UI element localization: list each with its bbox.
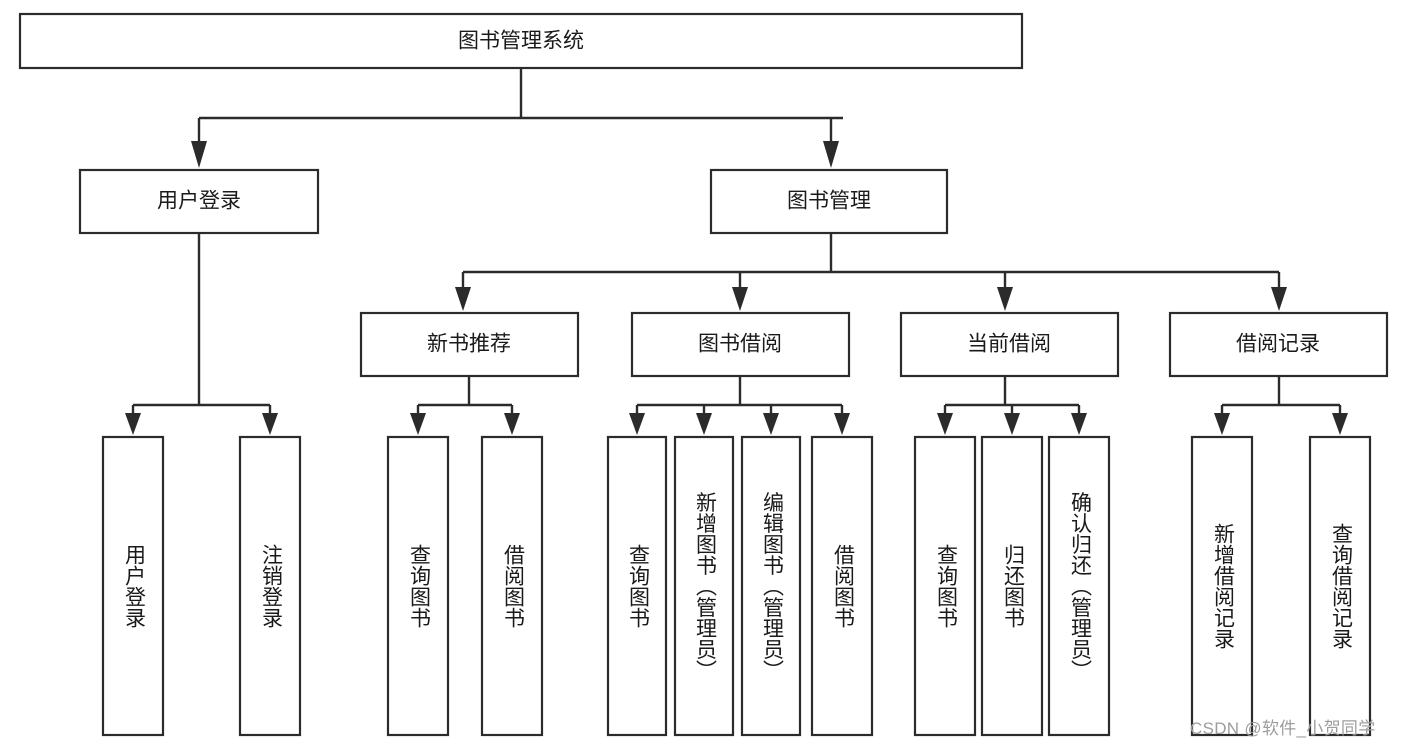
arrow-root-to-book [823,141,839,168]
leaf-borrow-book-1-box[interactable] [480,435,544,737]
connector-group-borrow-record [1214,376,1348,435]
leaf-confirm-return-admin-label: 确认归还（管理员） [1068,492,1092,681]
arrow-bm-to-record [1271,287,1287,311]
leaf-query-book-1-box[interactable] [386,435,450,737]
leaf-node-query-book-3[interactable]: 查询图书 [913,435,977,737]
leaf-borrow-book-1-label: 借阅图书 [501,544,525,628]
connector-group-book-management [455,233,1287,311]
arrow-nb-l1 [410,413,426,435]
leaf-node-query-borrow-record[interactable]: 查询借阅记录 [1308,435,1372,737]
node-book-borrow[interactable]: 图书借阅 [630,311,851,378]
arrow-bb-l3 [763,413,779,435]
node-book-borrow-label: 图书借阅 [698,333,782,356]
leaf-node-add-borrow-record[interactable]: 新增借阅记录 [1190,435,1254,737]
node-user-login-label: 用户登录 [157,190,241,213]
arrow-bm-to-current [997,287,1013,311]
arrow-cb-l3 [1071,413,1087,435]
leaf-node-query-book-1[interactable]: 查询图书 [386,435,450,737]
leaf-add-book-admin-box[interactable] [673,435,735,737]
leaf-node-user-login[interactable]: 用户登录 [101,435,165,737]
arrow-root-to-user [191,141,207,168]
connector-group-user-login [125,233,278,435]
leaf-query-book-2-box[interactable] [606,435,668,737]
leaf-return-book-label: 归还图书 [1001,544,1025,628]
leaf-borrow-book-2-box[interactable] [810,435,874,737]
leaf-borrow-book-2-label: 借阅图书 [831,544,855,628]
node-user-login-box[interactable] [78,168,320,235]
leaf-node-return-book[interactable]: 归还图书 [980,435,1044,737]
arrow-ul-l1 [125,413,141,435]
arrow-bb-l1 [629,413,645,435]
leaf-query-book-2-label: 查询图书 [626,544,650,628]
arrow-bm-to-borrow [732,287,748,311]
leaf-edit-book-admin-label: 编辑图书（管理员） [760,492,784,681]
arrow-bb-l4 [834,413,850,435]
leaf-return-book-box[interactable] [980,435,1044,737]
arrow-bb-l2 [696,413,712,435]
arrow-bm-to-new [455,287,471,311]
leaf-edit-book-admin-box[interactable] [740,435,802,737]
csdn-watermark: CSDN @软件_小贺同学 [1190,719,1376,738]
leaf-logout-box[interactable] [238,435,302,737]
node-root-box[interactable] [18,12,1024,70]
leaf-confirm-return-admin-box[interactable] [1047,435,1111,737]
leaf-query-borrow-record-box[interactable] [1308,435,1372,737]
leaf-user-login-box[interactable] [101,435,165,737]
leaf-query-book-3-label: 查询图书 [934,544,958,628]
arrow-nb-l2 [504,413,520,435]
arrow-cb-l2 [1004,413,1020,435]
connector-group-new-book [410,376,520,435]
node-root[interactable]: 图书管理系统 [18,12,1024,70]
node-current-borrow[interactable]: 当前借阅 [899,311,1120,378]
connector-group-book-borrow [629,376,850,435]
arrow-br-l1 [1214,413,1230,435]
node-current-borrow-box[interactable] [899,311,1120,378]
arrow-br-l2 [1332,413,1348,435]
connector-group-root [191,68,843,168]
leaf-add-borrow-record-box[interactable] [1190,435,1254,737]
arrow-cb-l1 [937,413,953,435]
leaf-logout-label: 注销登录 [259,544,283,628]
node-user-login[interactable]: 用户登录 [78,168,320,235]
node-borrow-record[interactable]: 借阅记录 [1168,311,1389,378]
arrow-ul-l2 [262,413,278,435]
leaf-node-edit-book-admin[interactable]: 编辑图书（管理员） [740,435,802,737]
leaf-query-borrow-record-label: 查询借阅记录 [1329,523,1353,649]
leaf-node-query-book-2[interactable]: 查询图书 [606,435,668,737]
node-borrow-record-label: 借阅记录 [1236,333,1320,356]
node-new-book-recommend[interactable]: 新书推荐 [359,311,580,378]
leaf-query-book-1-label: 查询图书 [407,544,431,628]
leaf-node-borrow-book-2[interactable]: 借阅图书 [810,435,874,737]
node-current-borrow-label: 当前借阅 [967,333,1051,356]
node-book-borrow-box[interactable] [630,311,851,378]
node-new-book-recommend-label: 新书推荐 [427,333,511,356]
leaf-node-add-book-admin[interactable]: 新增图书（管理员） [673,435,735,737]
leaf-node-confirm-return-admin[interactable]: 确认归还（管理员） [1047,435,1111,737]
leaf-node-borrow-book-1[interactable]: 借阅图书 [480,435,544,737]
node-new-book-recommend-box[interactable] [359,311,580,378]
node-borrow-record-box[interactable] [1168,311,1389,378]
node-book-management-box[interactable] [709,168,949,235]
node-book-management-label: 图书管理 [787,190,871,213]
leaf-node-logout[interactable]: 注销登录 [238,435,302,737]
connector-group-current-borrow [937,376,1087,435]
leaf-query-book-3-box[interactable] [913,435,977,737]
leaf-user-login-label: 用户登录 [122,544,146,628]
node-book-management[interactable]: 图书管理 [709,168,949,235]
leaf-add-borrow-record-label: 新增借阅记录 [1211,523,1235,649]
leaf-add-book-admin-label: 新增图书（管理员） [693,492,717,681]
node-root-label: 图书管理系统 [458,30,584,53]
